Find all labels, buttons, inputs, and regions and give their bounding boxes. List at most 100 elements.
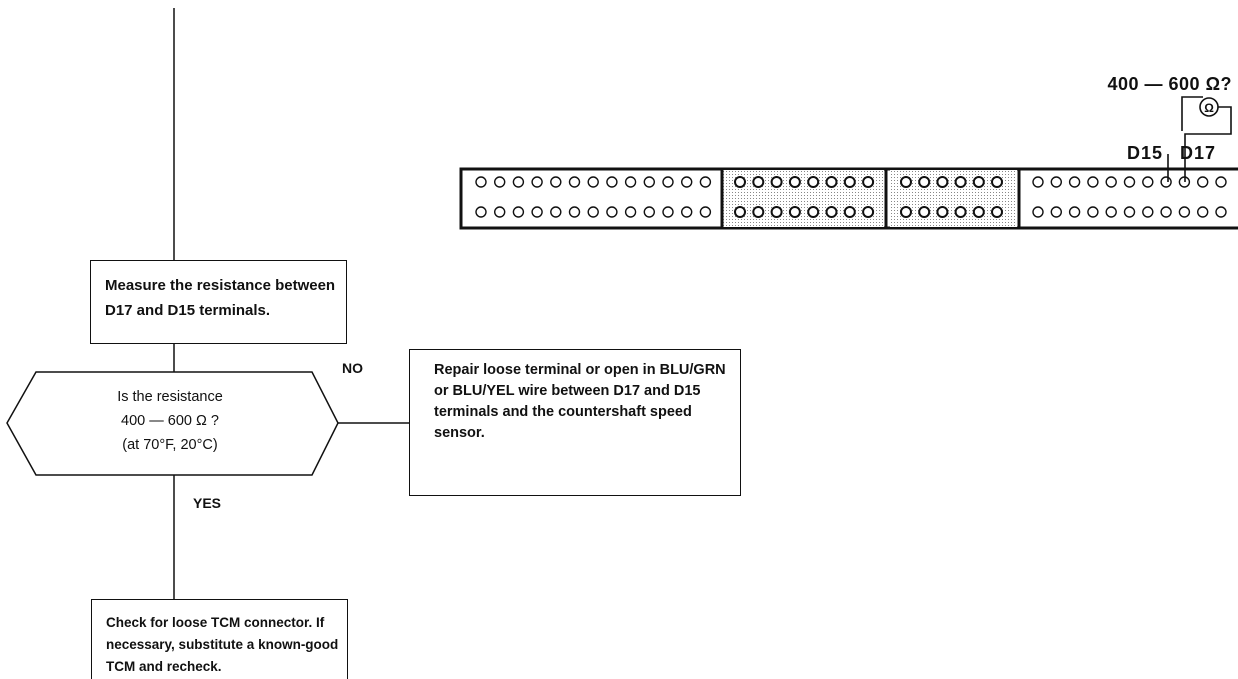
decision-text: Is the resistance 400 — 600 Ω ? (at 70°F… bbox=[50, 385, 290, 457]
connector-pin bbox=[1160, 206, 1172, 218]
connector-pin bbox=[788, 176, 801, 188]
connector-pin bbox=[1050, 206, 1063, 218]
connector-pin bbox=[643, 206, 655, 218]
connector-pin bbox=[587, 206, 599, 218]
connector-pin bbox=[1068, 206, 1081, 218]
connector-pin bbox=[734, 176, 746, 188]
branch-no-label: NO bbox=[342, 360, 363, 376]
connector-pin bbox=[918, 206, 931, 218]
step-measure-text: Measure the resistance between D17 and D… bbox=[105, 277, 336, 319]
connector-pin bbox=[1087, 206, 1099, 218]
tcm-connector bbox=[459, 167, 1238, 230]
connector-pin bbox=[699, 176, 712, 188]
ohmmeter-symbol-glyph: Ω bbox=[1204, 101, 1214, 115]
action-check-tcm-text: Check for loose TCM connector. If necess… bbox=[106, 615, 339, 674]
connector-pin bbox=[918, 176, 931, 188]
connector-pin bbox=[1178, 206, 1191, 218]
connector-pin bbox=[512, 206, 525, 218]
connector-pin bbox=[568, 176, 581, 188]
action-repair-text: Repair loose terminal or open in BLU/GRN… bbox=[434, 362, 726, 441]
connector-pin bbox=[807, 176, 820, 188]
connector-pin bbox=[681, 176, 693, 188]
measurement-label: 400 — 600 Ω? bbox=[1107, 74, 1232, 94]
connector-pin bbox=[475, 206, 487, 218]
ohmmeter-leads bbox=[1167, 96, 1232, 182]
connector-pin bbox=[1087, 176, 1099, 188]
connector-pin bbox=[1160, 176, 1172, 188]
connector-pin bbox=[862, 206, 875, 218]
connector-pin bbox=[1105, 206, 1117, 218]
connector-pin bbox=[1215, 206, 1227, 218]
connector-pin bbox=[862, 176, 875, 188]
decision-line-3: (at 70°F, 20°C) bbox=[122, 437, 218, 453]
connector-pin bbox=[494, 176, 506, 188]
terminal-label-d15: D15 bbox=[1127, 143, 1164, 163]
connector-pin bbox=[1123, 176, 1136, 188]
connector-pin bbox=[900, 206, 912, 218]
step-measure-box: Measure the resistance between D17 and D… bbox=[90, 260, 347, 344]
connector-pin bbox=[1196, 206, 1209, 218]
connector-pin bbox=[1123, 206, 1136, 218]
connector-pin bbox=[550, 176, 562, 188]
connector-pin bbox=[568, 206, 581, 218]
meter-lead-right bbox=[1184, 106, 1232, 182]
decision-line-2: 400 — 600 Ω ? bbox=[121, 413, 219, 429]
connector-pin bbox=[1105, 176, 1117, 188]
connector-pin bbox=[1032, 176, 1044, 188]
connector-pin bbox=[954, 206, 967, 218]
connector-pin bbox=[807, 206, 820, 218]
connector-pin bbox=[972, 206, 985, 218]
branch-yes-label: YES bbox=[193, 495, 222, 511]
connector-pin bbox=[1068, 176, 1081, 188]
connector-pin bbox=[1142, 206, 1154, 218]
decision-hexagon bbox=[6, 371, 339, 476]
connector-pin bbox=[770, 206, 783, 218]
decision-line-1: Is the resistance bbox=[117, 389, 223, 405]
connector-pins bbox=[475, 176, 1227, 218]
connector-pin bbox=[991, 176, 1003, 188]
connector-pin bbox=[1032, 206, 1044, 218]
action-check-tcm-box: Check for loose TCM connector. If necess… bbox=[91, 599, 348, 679]
action-repair-box: Repair loose terminal or open in BLU/GRN… bbox=[409, 349, 741, 496]
connector-shaded-section-1 bbox=[722, 170, 884, 227]
connector-pin bbox=[624, 176, 637, 188]
connector-pin bbox=[494, 206, 506, 218]
connector-pin bbox=[991, 206, 1003, 218]
connector-pin bbox=[475, 176, 487, 188]
connector-pin bbox=[624, 206, 637, 218]
connector-pin bbox=[643, 176, 655, 188]
connector-pin bbox=[972, 176, 985, 188]
connector-pin bbox=[825, 176, 838, 188]
connector-pin bbox=[681, 206, 693, 218]
connector-pin bbox=[936, 206, 949, 218]
connector-pin bbox=[752, 206, 765, 218]
connector-pin bbox=[662, 176, 674, 188]
connector-pin bbox=[954, 176, 967, 188]
connector-pin bbox=[752, 176, 765, 188]
meter-lead-left-upper bbox=[1181, 96, 1203, 131]
connector-pin bbox=[550, 206, 562, 218]
connector-pin bbox=[843, 206, 856, 218]
connector-pin bbox=[587, 176, 599, 188]
connector-pin bbox=[734, 206, 746, 218]
terminal-label-d17: D17 bbox=[1180, 143, 1217, 163]
connector-pin bbox=[699, 206, 712, 218]
connector-pin bbox=[1050, 176, 1063, 188]
connector-pin bbox=[512, 176, 525, 188]
connector-pin bbox=[606, 206, 618, 218]
connector-pin bbox=[936, 176, 949, 188]
connector-pin bbox=[770, 176, 783, 188]
connector-pin bbox=[900, 176, 912, 188]
ohmmeter-symbol bbox=[1199, 97, 1219, 117]
connector-pin bbox=[606, 176, 618, 188]
connector-pin bbox=[843, 176, 856, 188]
connector-pin bbox=[1142, 176, 1154, 188]
connector-pin bbox=[1196, 176, 1209, 188]
connector-pin bbox=[1215, 176, 1227, 188]
connector-pin bbox=[825, 206, 838, 218]
connector-pin bbox=[662, 206, 674, 218]
connector-pin bbox=[531, 206, 543, 218]
connector-pin bbox=[788, 206, 801, 218]
connector-pin bbox=[531, 176, 543, 188]
